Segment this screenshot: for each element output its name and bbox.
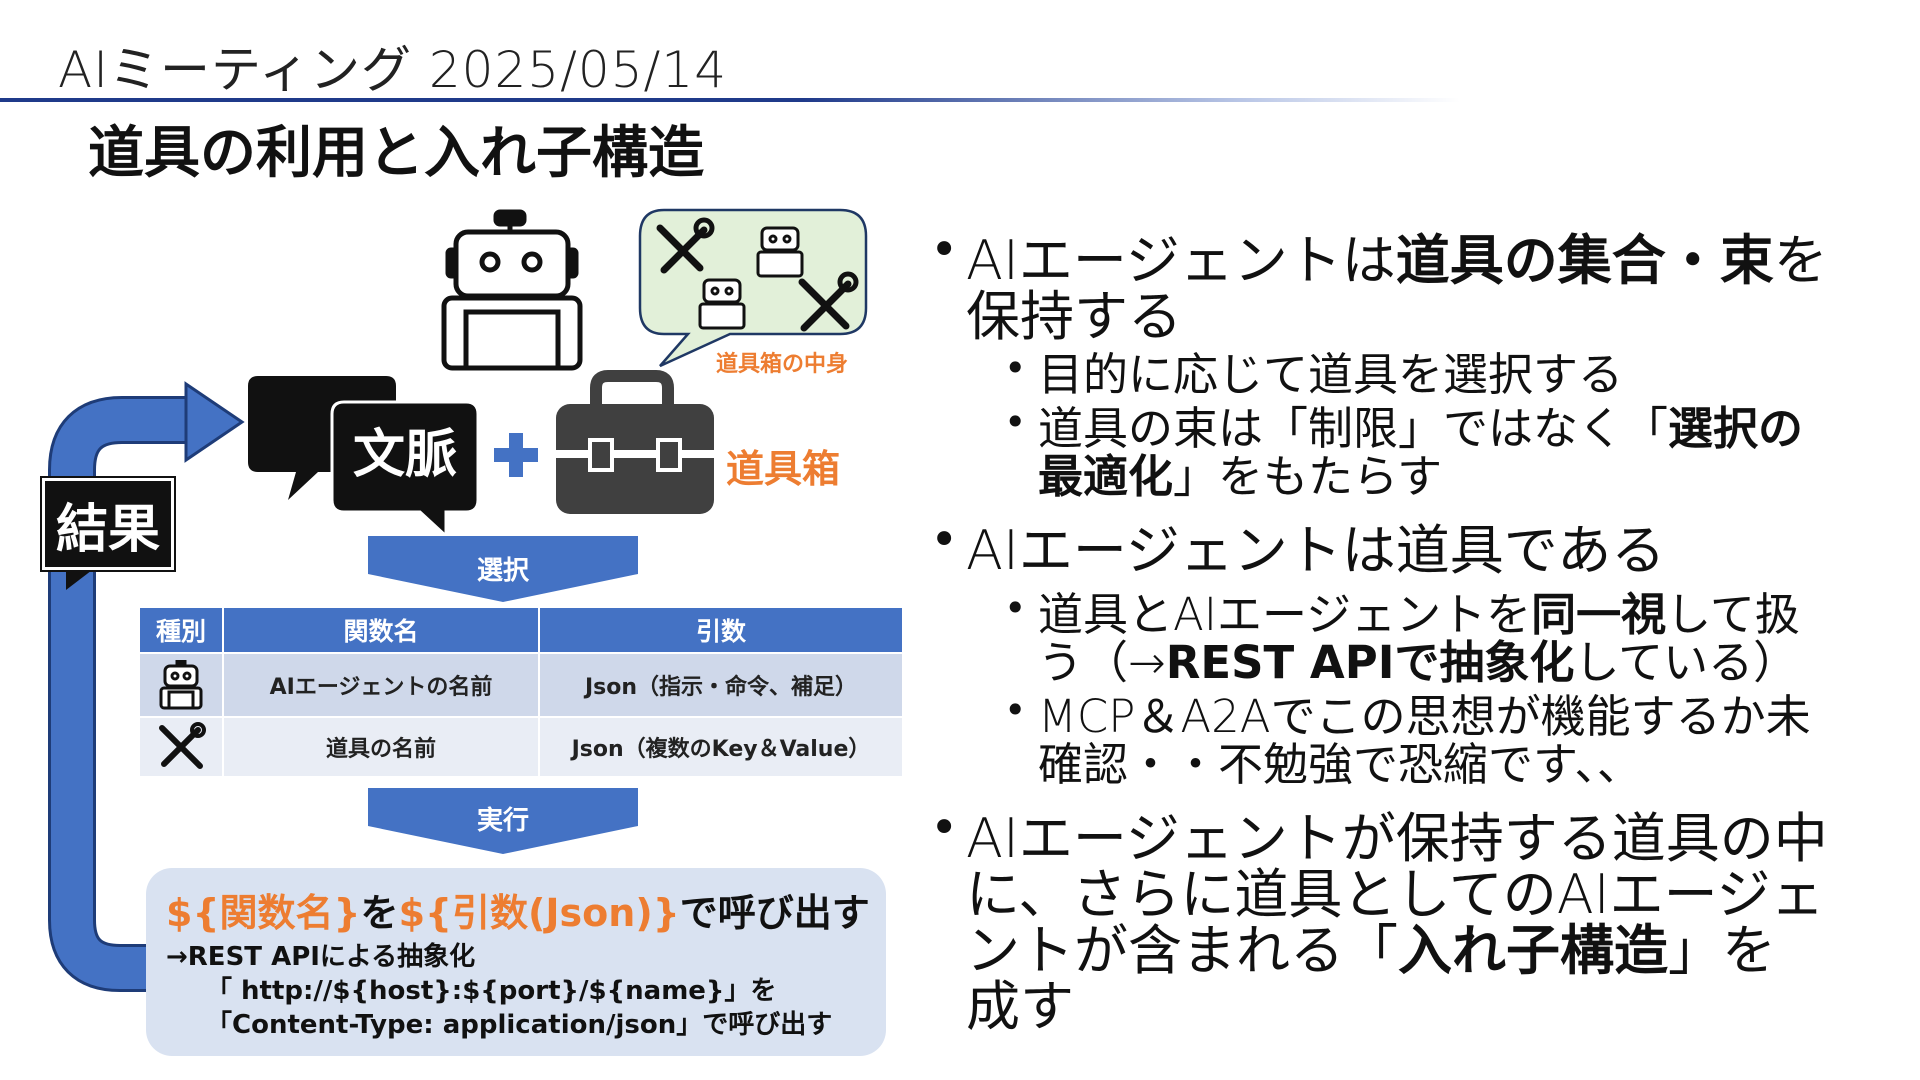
tools-icon: [656, 217, 715, 274]
execute-chevron: [368, 788, 638, 854]
bullet-3-line-1: AIエージェントが保持する道具の中: [966, 807, 1828, 870]
plus-icon: [494, 433, 538, 477]
result-tail: [66, 564, 100, 590]
loop-arrow: [48, 381, 245, 992]
call-args-placeholder: ${引数(Json)}: [398, 891, 680, 935]
robot-icon: [756, 226, 804, 278]
bullet-dot: •: [1004, 586, 1027, 630]
toolbox-label: 道具箱: [726, 447, 841, 491]
bullet-dot: •: [1004, 346, 1027, 390]
select-chevron: [368, 536, 638, 602]
table-cell-args: Json（指示・命令、補足）: [538, 652, 904, 718]
call-main-line: ${関数名}を${引数(Json)}で呼び出す: [166, 882, 870, 937]
table-header-row: 種別 関数名 引数: [138, 606, 904, 654]
header-text: AIミーティング 2025/05/14: [58, 41, 728, 99]
bullet-3-line-3: ントが含まれる「入れ子構造」を: [966, 919, 1776, 982]
toolbox-icon: [556, 370, 714, 514]
table-cell-kind: [138, 652, 224, 718]
bullet-dot: •: [1004, 400, 1027, 444]
speech-bubble: [638, 208, 868, 368]
slide-title: 道具の利用と入れ子構造: [88, 121, 704, 186]
bullet-2-1-line-1: 道具とAIエージェントを同一視して扱: [1038, 588, 1800, 641]
call-line-1: →REST APIによる抽象化: [166, 942, 476, 972]
context-label: 文脈: [352, 425, 457, 485]
header-rule: [0, 98, 1460, 102]
table-row: 道具の名前 Json（複数のKey＆Value）: [138, 716, 904, 778]
bullet-dot: •: [930, 222, 959, 278]
call-line-3: 「Content-Type: application/json」で呼び出す: [206, 1010, 833, 1040]
table-header-args: 引数: [538, 606, 904, 654]
bullet-1-1: 目的に応じて道具を選択する: [1038, 348, 1624, 401]
bullet-dot: •: [930, 800, 959, 856]
table-cell-args: Json（複数のKey＆Value）: [538, 716, 904, 778]
call-box: [146, 868, 886, 1056]
bullet-1-2-line-1: 道具の束は「制限」ではなく「選択の: [1038, 402, 1804, 455]
robot-icon: [441, 209, 583, 371]
result-label: 結果: [42, 478, 174, 570]
table-header-kind: 種別: [138, 606, 224, 654]
tools-icon: [798, 271, 859, 332]
select-label: 選択: [476, 556, 529, 586]
function-table: 種別 関数名 引数 AIエージェントの名前 Json（指示・命令、補足）: [138, 606, 904, 778]
bullet-1-2-line-2: 最適化」をもたらす: [1038, 450, 1443, 503]
table-cell-kind: [138, 716, 224, 778]
table-header-function-name: 関数名: [222, 606, 540, 654]
context-bubbles: [248, 376, 480, 540]
tools-icon: [159, 722, 206, 769]
execute-label: 実行: [476, 806, 529, 836]
diagram: [48, 208, 868, 992]
bullet-dot: •: [1004, 688, 1027, 732]
bubble-caption: 道具箱の中身: [716, 352, 849, 377]
bullet-dot: •: [930, 512, 959, 568]
call-line-2: 「 http://${host}:${port}/${name}」を: [206, 976, 777, 1006]
table-row: AIエージェントの名前 Json（指示・命令、補足）: [138, 652, 904, 718]
bullet-2-1-line-2: う（→REST APIで抽象化している）: [1038, 636, 1799, 689]
bullet-2: AIエージェントは道具である: [966, 519, 1666, 582]
bullet-1-line-1: AIエージェントは道具の集合・束を: [966, 229, 1828, 292]
bullet-3-line-4: 成す: [966, 975, 1074, 1038]
table-cell-function-name: 道具の名前: [222, 716, 540, 778]
call-function-placeholder: ${関数名}: [166, 891, 361, 935]
robot-icon: [159, 660, 203, 710]
robot-icon: [698, 278, 746, 330]
bullet-2-2-line-1: MCP＆A2Aでこの思想が機能するか未: [1038, 690, 1811, 743]
table-cell-function-name: AIエージェントの名前: [222, 652, 540, 718]
call-particle: を: [360, 891, 399, 935]
bullet-2-2-line-2: 確認・・不勉強で恐縮です、、: [1038, 738, 1642, 791]
call-verb: で呼び出す: [679, 891, 870, 935]
bullet-3-line-2: に、さらに道具としてのAIエージェ: [966, 863, 1825, 926]
bullet-1-line-2: 保持する: [966, 285, 1182, 348]
